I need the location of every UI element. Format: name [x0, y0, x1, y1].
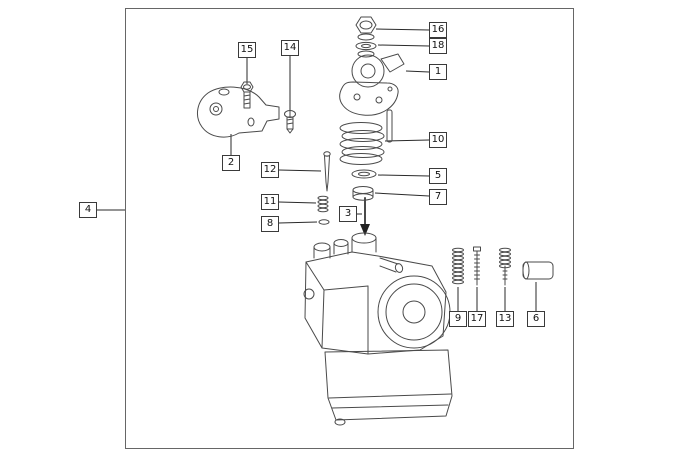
- needle-spring-drawing: [317, 195, 329, 213]
- retaining-clip-drawing: [318, 219, 330, 225]
- callout-13: 13: [496, 311, 514, 327]
- assembly-arrow-icon: [360, 197, 370, 236]
- jet-needle-drawing: [323, 151, 331, 192]
- callout-4: 4: [79, 202, 97, 218]
- callout-10: 10: [429, 132, 447, 148]
- diagram-frame: [125, 8, 574, 449]
- nut-and-washers-drawing: [355, 16, 377, 58]
- callout-5: 5: [429, 168, 447, 184]
- bracket-screw-drawing: [240, 81, 254, 109]
- washer-drawing: [351, 169, 377, 179]
- callout-9: 9: [449, 311, 467, 327]
- callout-8: 8: [261, 216, 279, 232]
- spring-screw-drawing: [499, 247, 511, 286]
- callout-2: 2: [222, 155, 240, 171]
- callout-1: 1: [429, 64, 447, 80]
- callout-16: 16: [429, 22, 447, 38]
- small-screw-drawing: [284, 110, 296, 134]
- callout-12: 12: [261, 162, 279, 178]
- callout-11: 11: [261, 194, 279, 210]
- callout-7: 7: [429, 189, 447, 205]
- leader-lines: [97, 28, 537, 311]
- carburetor-body-drawing: [303, 232, 453, 426]
- callout-18: 18: [429, 38, 447, 54]
- throttle-spring-drawing: [339, 122, 385, 165]
- callout-14: 14: [281, 40, 299, 56]
- mounting-bracket-drawing: [196, 86, 280, 138]
- plunger-cap-drawing: [522, 261, 554, 280]
- throttle-cam-drawing: [339, 53, 405, 143]
- seal-grommet-drawing: [352, 186, 374, 201]
- idle-spring-drawing: [452, 247, 464, 285]
- callout-17: 17: [468, 311, 486, 327]
- callout-6: 6: [527, 311, 545, 327]
- callout-3: 3: [339, 206, 357, 222]
- adjuster-screw-drawing: [473, 246, 481, 286]
- callout-15: 15: [238, 42, 256, 58]
